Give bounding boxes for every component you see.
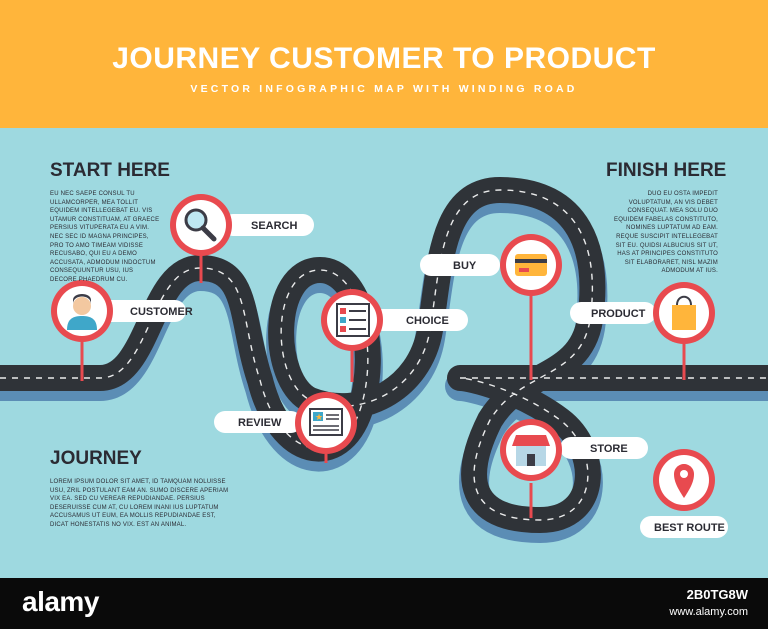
checklist-icon <box>336 303 370 337</box>
label-pill-best-route <box>640 516 728 538</box>
pin-best-route <box>653 449 715 511</box>
location-pin-icon <box>674 464 694 498</box>
label-choice: CHOICE <box>406 315 449 327</box>
label-buy: BUY <box>453 260 477 272</box>
footer-brand: alamy <box>22 586 99 617</box>
page-subtitle: VECTOR INFOGRAPHIC MAP WITH WINDING ROAD <box>190 83 578 95</box>
label-search: SEARCH <box>251 220 298 232</box>
label-pill-search <box>222 214 314 236</box>
pin-customer <box>51 280 113 342</box>
label-pill-store <box>560 437 648 459</box>
winding-road <box>0 177 768 533</box>
label-pill-choice <box>372 309 468 331</box>
label-pill-customer <box>100 300 186 322</box>
label-store: STORE <box>590 443 628 455</box>
footer-image-id: 2B0TG8W <box>686 587 748 602</box>
start-heading: START HERE <box>50 160 170 181</box>
pin-product <box>653 282 715 344</box>
header-banner <box>0 0 768 128</box>
label-pill-buy <box>420 254 500 276</box>
shopping-bag-icon <box>672 295 696 330</box>
magnifier-icon <box>184 208 217 242</box>
pin-choice <box>321 289 383 351</box>
footer-bar <box>0 578 768 629</box>
pin-review: ★ <box>295 392 357 454</box>
label-best-route: BEST ROUTE <box>654 522 725 534</box>
label-customer: CUSTOMER <box>130 306 193 318</box>
page-title: JOURNEY CUSTOMER TO PRODUCT <box>112 42 656 75</box>
review-icon: ★ <box>309 408 343 436</box>
journey-text: LOREM IPSUM DOLOR SIT AMET, ID TAMQUAM N… <box>50 479 229 528</box>
store-icon <box>512 435 550 466</box>
road-map: CUSTOMER SEARCH CHOICE BUY PRODUCT REVIE… <box>0 177 768 543</box>
footer-site: www.alamy.com <box>669 606 748 618</box>
svg-text:★: ★ <box>315 412 323 422</box>
pin-search <box>170 194 232 256</box>
start-text: EU NEC SAEPE CONSUL TU ULLAMCORPER, MEA … <box>50 191 160 283</box>
finish-text: DUO EU OSTA IMPEDIT VOLUPTATUM, AN VIS D… <box>614 191 718 275</box>
credit-card-icon <box>515 254 547 276</box>
customer-icon <box>67 294 97 330</box>
pin-buy <box>500 234 562 296</box>
stop-labels: CUSTOMER SEARCH CHOICE BUY PRODUCT REVIE… <box>100 214 728 538</box>
label-review: REVIEW <box>238 417 282 429</box>
label-product: PRODUCT <box>591 308 646 320</box>
pin-store <box>500 419 562 481</box>
label-pill-product <box>570 302 656 324</box>
finish-heading: FINISH HERE <box>606 160 727 181</box>
journey-heading: JOURNEY <box>50 448 142 469</box>
label-pill-review <box>214 411 302 433</box>
